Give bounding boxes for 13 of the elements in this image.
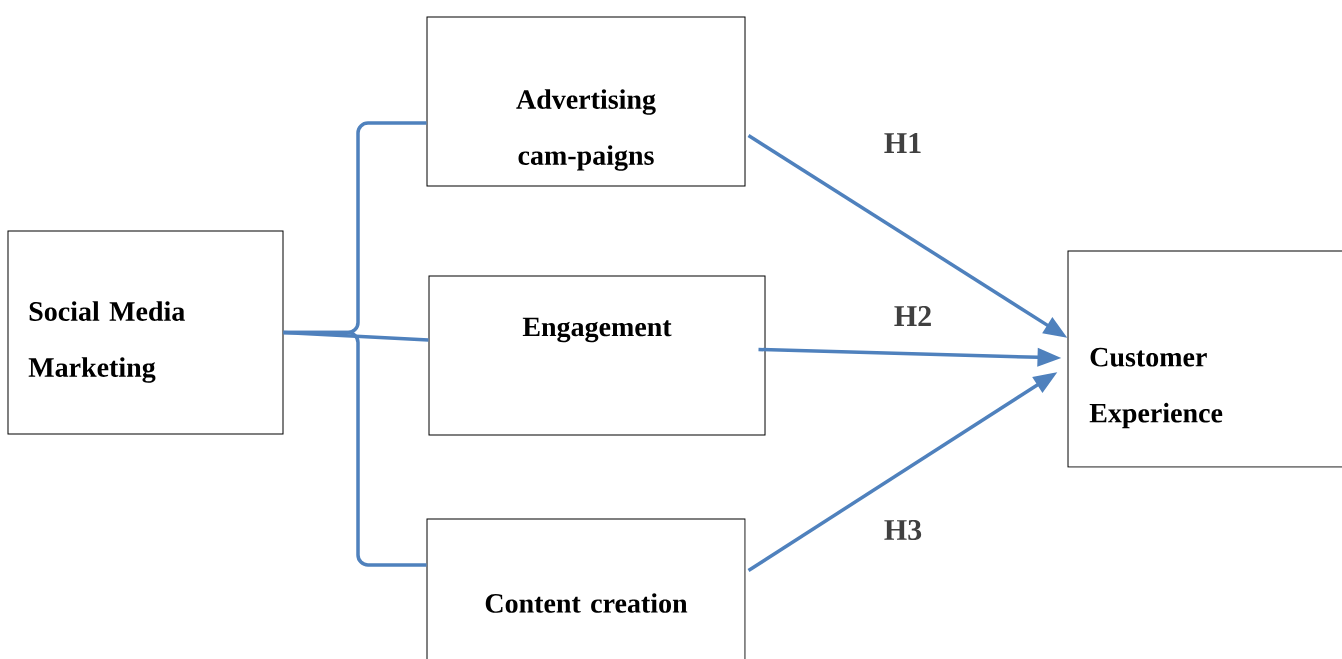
box-label: Advertising cam-paigns [516,89,656,171]
box [426,518,746,659]
box-label: Engagement [522,317,672,343]
edge-label: H2 [891,304,935,328]
box-label: Customer Experience [1089,347,1223,429]
box [7,230,284,435]
edge-label: H1 [881,131,925,155]
box-label: Social Media Marketing [28,301,185,383]
box [426,16,746,187]
edge-label: H3 [881,517,925,543]
box [428,275,766,436]
box-label: Content creation [485,593,688,613]
box [1067,250,1342,468]
